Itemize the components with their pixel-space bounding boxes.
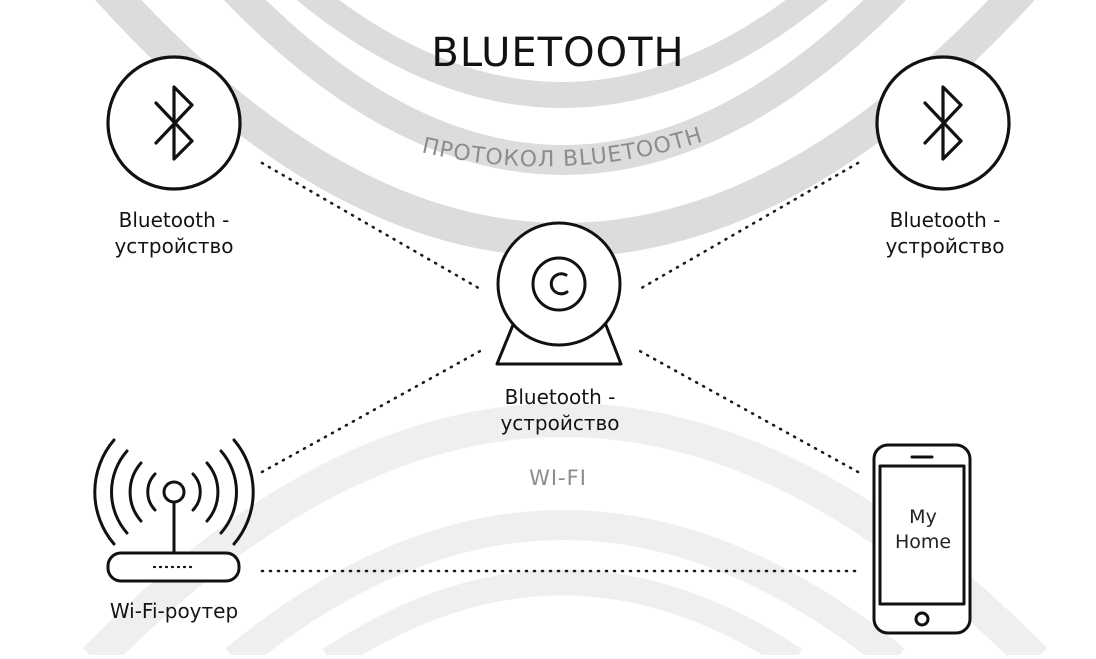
hub-label: Bluetooth - устройство — [480, 384, 640, 436]
bluetooth-icon — [875, 55, 1011, 191]
bt-arc-inner — [296, 0, 829, 108]
camera-icon — [495, 221, 623, 366]
hub-label-line2: устройство — [500, 411, 620, 435]
dotted-connections — [260, 161, 860, 573]
right-bt-label: Bluetooth - устройство — [865, 207, 1025, 259]
left-bt-label-line2: устройство — [114, 234, 234, 258]
link-leftbt-hub — [260, 161, 484, 292]
page-title: BLUETOOTH — [431, 30, 685, 76]
left-bt-label-line1: Bluetooth - — [118, 208, 230, 232]
phone-screen-text: My Home — [878, 505, 968, 555]
link-rightbt-hub — [636, 161, 860, 292]
phone-screen-line2: Home — [894, 531, 952, 553]
wifi-arc-inner — [322, 569, 803, 659]
right-bt-label-line2: устройство — [885, 234, 1005, 258]
bt-arc-middle — [224, 0, 906, 175]
bluetooth-icon — [106, 55, 242, 191]
wifi-arc-middle — [225, 510, 905, 659]
router-label: Wi-Fi-роутер — [109, 599, 239, 623]
hub-label-line1: Bluetooth - — [504, 385, 616, 409]
phone-screen-line1: My — [909, 506, 937, 528]
right-bt-label-line1: Bluetooth - — [889, 208, 1001, 232]
smartphone-icon — [872, 443, 972, 635]
wifi-router-icon — [93, 438, 255, 583]
left-bt-label: Bluetooth - устройство — [94, 207, 254, 259]
link-router-hub — [260, 348, 484, 474]
wifi-caption: WI-FI — [529, 466, 587, 490]
link-phone-hub — [636, 348, 860, 474]
